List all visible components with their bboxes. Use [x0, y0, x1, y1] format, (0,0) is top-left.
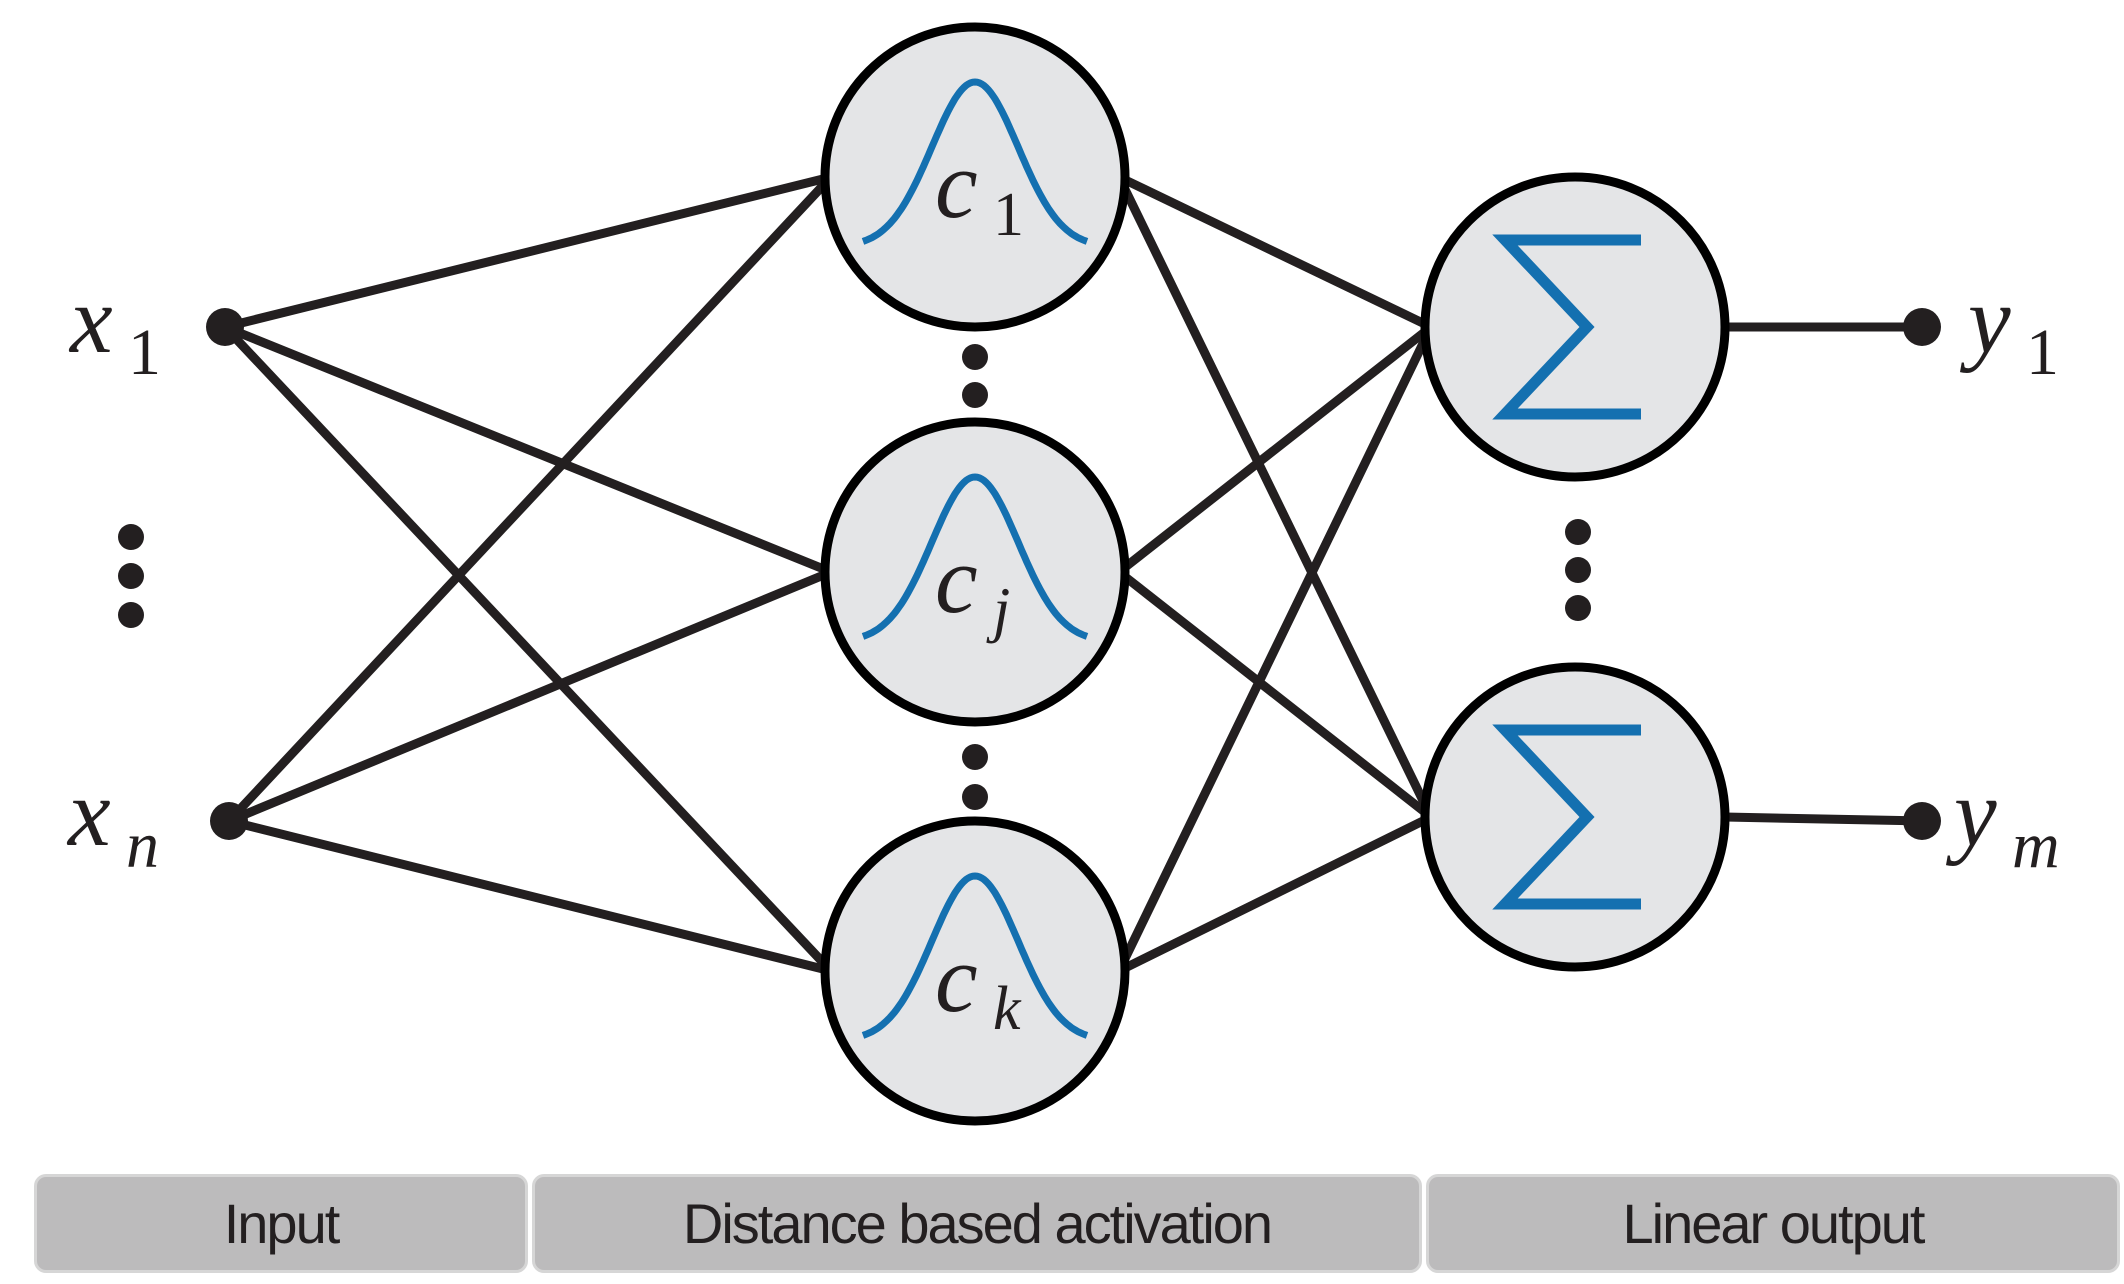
sigma-icon [1492, 724, 1641, 910]
svg-text:c: c [935, 925, 978, 1032]
svg-text:c: c [935, 526, 978, 633]
connections [221, 172, 1923, 976]
edge-cj-s1 [1116, 323, 1434, 576]
edge-cj-s2 [1116, 568, 1434, 821]
layer-output-text: Linear output [1622, 1192, 1926, 1255]
edge-xn-c1 [225, 173, 835, 825]
layer-input-text: Input [223, 1192, 341, 1255]
ellipsis-hidden-dot [962, 382, 988, 408]
ellipsis-output-dot [1565, 519, 1591, 545]
svg-text:x: x [68, 266, 113, 373]
svg-text:1: 1 [128, 316, 161, 389]
svg-text:m: m [2012, 809, 2060, 882]
ellipsis-output-dot [1565, 557, 1591, 583]
gaussian-curve-icon [861, 872, 1089, 1039]
ellipsis-input-dot [118, 524, 144, 550]
sigma-icon [1492, 234, 1641, 420]
ellipsis-input-dot [118, 563, 144, 589]
layer-label-hidden: Distance based activation [532, 1174, 1422, 1273]
sum-node-s2 [1420, 662, 1730, 972]
edge-x1-c1 [223, 172, 833, 332]
edge-ck-s1 [1114, 325, 1436, 973]
layer-label-output: Linear output [1426, 1174, 2120, 1273]
ellipsis-hidden-dot [962, 744, 988, 770]
ellipsis-hidden-dot [962, 784, 988, 810]
gaussian-curve-icon [861, 78, 1089, 245]
edge-x1-cj [223, 322, 833, 577]
input-node-xn [210, 802, 248, 840]
edge-x1-ck [221, 323, 835, 975]
ellipsis-input-dot [118, 602, 144, 628]
svg-text:1: 1 [993, 181, 1024, 249]
svg-text:c: c [935, 131, 978, 238]
svg-text:k: k [993, 975, 1022, 1043]
sum-node-s1 [1420, 172, 1730, 482]
layer-hidden-text: Distance based activation [682, 1192, 1273, 1255]
svg-text:x: x [66, 759, 111, 866]
input-node-x1 [206, 308, 244, 346]
layer-label-input: Input [34, 1174, 528, 1273]
output-node-y1 [1903, 308, 1941, 346]
edge-c1-s1 [1117, 172, 1433, 332]
svg-text:y: y [1959, 266, 2011, 373]
svg-text:y: y [1945, 759, 1997, 866]
svg-text:n: n [126, 809, 159, 882]
output-node-ym [1903, 802, 1941, 840]
ellipsis-hidden-dot [962, 344, 988, 370]
edge-ck-s2 [1117, 812, 1433, 976]
edge-c1-s2 [1114, 175, 1436, 819]
edge-xn-cj [227, 567, 833, 826]
edge-xn-ck [227, 816, 833, 976]
edge-s2-ym [1724, 812, 1923, 826]
svg-text:1: 1 [2026, 316, 2059, 389]
gaussian-curve-icon [861, 473, 1089, 640]
ellipsis-output-dot [1565, 595, 1591, 621]
